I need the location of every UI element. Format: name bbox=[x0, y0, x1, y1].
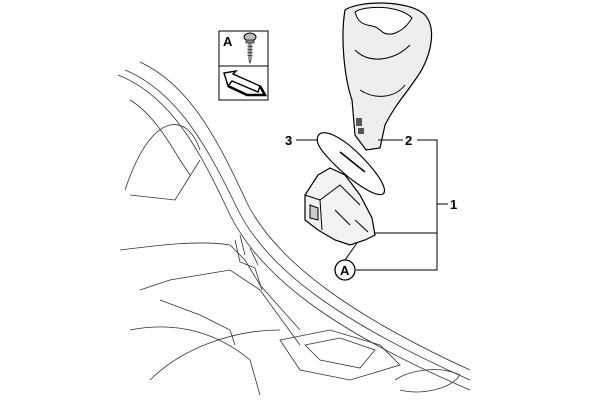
part-2-holder bbox=[342, 2, 433, 151]
fastener-legend: A bbox=[218, 30, 269, 101]
legend-letter: A bbox=[223, 34, 233, 49]
center-console bbox=[117, 61, 471, 396]
callout-2: 2 bbox=[405, 133, 412, 148]
part-3-gasket bbox=[316, 132, 385, 196]
leader-lines bbox=[296, 139, 448, 271]
callout-a: A bbox=[340, 263, 350, 278]
callout-1: 1 bbox=[450, 197, 457, 212]
part-1-bracket bbox=[304, 167, 376, 246]
screw-icon bbox=[243, 32, 257, 65]
direction-arrow-icon bbox=[223, 69, 261, 93]
callout-a-circle bbox=[334, 259, 356, 281]
callout-3: 3 bbox=[285, 133, 292, 148]
